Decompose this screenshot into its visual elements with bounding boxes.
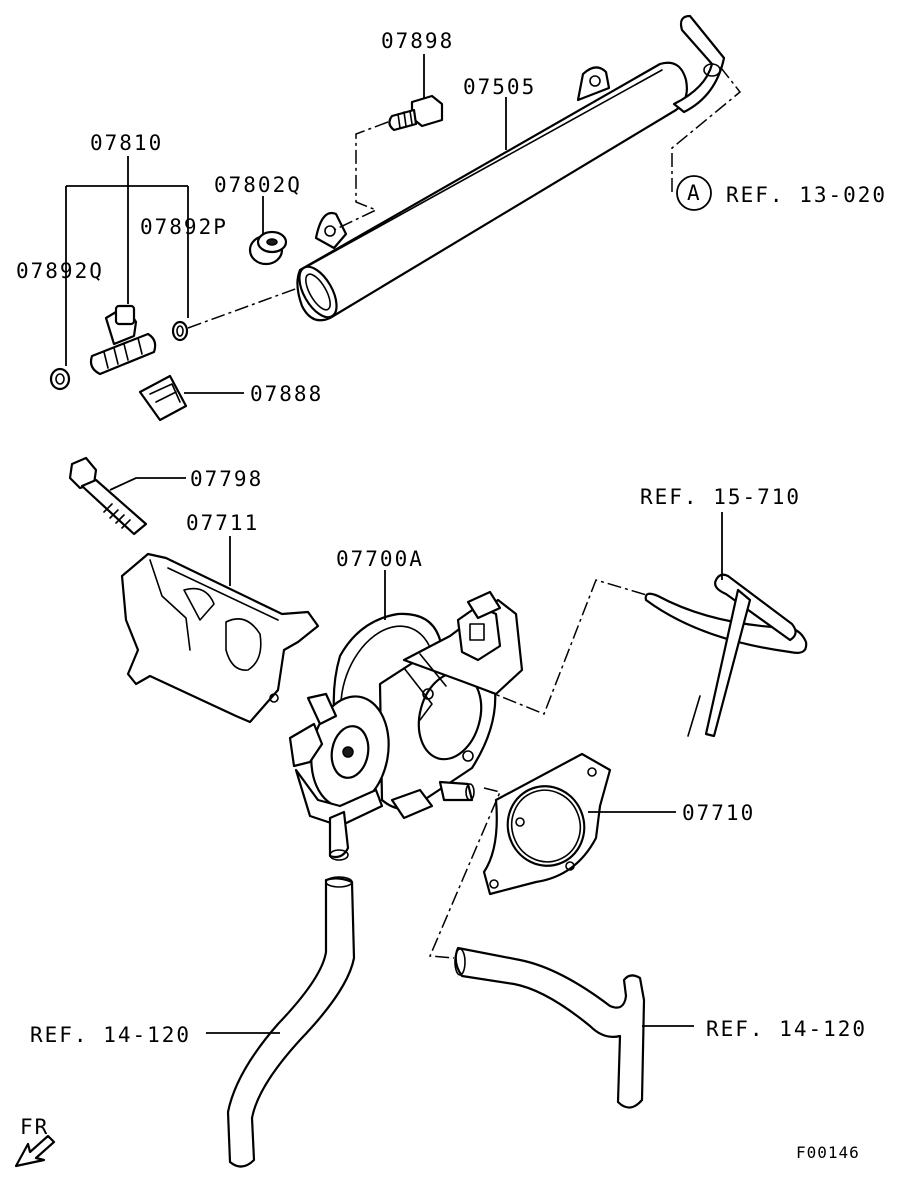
clip-07888 [138,374,188,422]
label-ref-14-120-left: REF. 14-120 [30,1023,191,1047]
leader-07810-group [65,156,189,366]
label-07711: 07711 [186,511,259,535]
dash-07898 [333,121,389,231]
hose-14-120-left [226,876,356,1168]
label-07802q: 07802Q [214,173,302,197]
label-07892p: 07892P [140,215,228,239]
label-07710: 07710 [682,801,755,825]
label-ref-15-710: REF. 15-710 [640,485,801,509]
label-07798: 07798 [190,467,263,491]
bolt-07798 [68,456,148,536]
grommet-07802q [248,230,288,266]
label-ref-13-020: REF. 13-020 [726,183,887,207]
label-ref-14-120-right: REF. 14-120 [706,1017,867,1041]
hose-14-120-right [454,946,646,1109]
bolt-07898 [388,94,444,132]
label-07810: 07810 [90,131,163,155]
label-fr: FR [20,1115,49,1139]
throttle-body-07700a [288,590,524,861]
gasket-07710 [482,752,612,896]
oring-07892q [49,367,71,391]
bracket-07711 [120,552,320,724]
label-07888: 07888 [250,382,323,406]
ref-a-marker: A [687,181,702,205]
oring-07892p [171,320,189,342]
hose-15-710 [644,573,808,738]
injector-07810 [89,304,157,376]
label-07700a: 07700A [336,547,424,571]
front-direction-arrow-icon [14,1134,56,1168]
fuel-rail [296,14,726,322]
figure-code: F00146 [796,1143,860,1162]
leader-07798 [109,477,186,491]
label-07505: 07505 [463,75,536,99]
ref-a-circle [676,175,712,211]
label-07892q: 07892Q [16,259,104,283]
dash-15-710 [479,579,651,715]
dash-ref-13-020 [671,63,742,192]
dash-injector [187,287,299,329]
label-07898: 07898 [381,29,454,53]
dash-14-120-right [428,787,502,959]
